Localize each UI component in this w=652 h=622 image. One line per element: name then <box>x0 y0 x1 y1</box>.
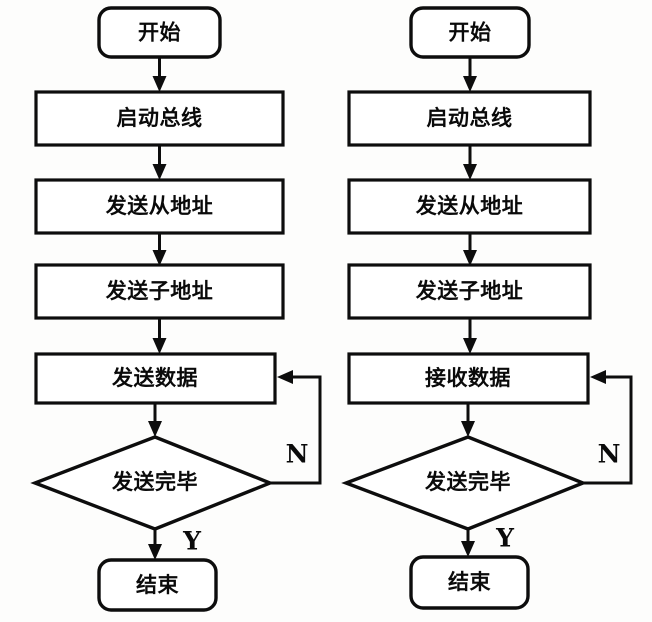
process-shape <box>347 178 592 235</box>
edge-r-step2-step3 <box>463 233 477 266</box>
edge-r-step1-step2 <box>463 145 477 180</box>
terminal-shape <box>409 555 530 610</box>
arrow-icon <box>461 421 475 437</box>
node-label: 结束 <box>448 570 491 594</box>
edge-l-step4-decide <box>148 403 162 437</box>
process-shape <box>34 90 285 147</box>
arrow-icon <box>152 76 167 92</box>
edge-l-step3-step4 <box>152 318 167 354</box>
node-label: 发送从地址 <box>105 194 214 218</box>
node-l-start[interactable]: 开始 <box>97 6 222 59</box>
node-label: 发送数据 <box>111 366 198 390</box>
node-label: 发送子地址 <box>105 279 214 303</box>
node-r-step1[interactable]: 启动总线 <box>347 90 592 147</box>
node-label: 发送子地址 <box>415 279 524 303</box>
arrow-icon <box>152 164 167 180</box>
edge-l-step1-step2 <box>152 145 167 180</box>
node-label: 开始 <box>138 21 181 45</box>
node-r-step3[interactable]: 发送子地址 <box>347 263 592 320</box>
node-label: 接收数据 <box>425 366 511 390</box>
node-r-step4[interactable]: 接收数据 <box>347 352 590 405</box>
branch-label-yes: Y <box>495 524 515 553</box>
node-l-decide[interactable]: 发送完毕 <box>30 435 275 531</box>
node-label: 发送完毕 <box>424 470 511 494</box>
edge-r-decide-end-yes <box>461 529 475 557</box>
node-label: 启动总线 <box>117 106 203 130</box>
arrow-icon <box>152 338 167 354</box>
arrow-icon <box>461 541 475 557</box>
arrow-icon <box>463 338 477 354</box>
edge-l-decide-step4-no <box>270 370 322 485</box>
left-flowchart: 开始 启动总线 发送从地址 <box>30 6 322 612</box>
arrow-icon <box>463 164 477 180</box>
node-r-step2[interactable]: 发送从地址 <box>347 178 592 235</box>
node-r-start[interactable]: 开始 <box>409 6 531 59</box>
arrow-icon <box>152 250 167 266</box>
process-shape <box>34 352 277 405</box>
node-label: 结束 <box>136 573 179 597</box>
node-r-end[interactable]: 结束 <box>409 555 530 610</box>
node-l-end[interactable]: 结束 <box>97 558 218 612</box>
edge-r-decide-step4-no <box>583 370 633 485</box>
arrow-icon <box>463 76 477 92</box>
edge-r-start-step1 <box>463 57 477 92</box>
node-label: 启动总线 <box>427 106 513 130</box>
edge-l-decide-end-yes <box>148 529 162 560</box>
branch-label-yes: Y <box>182 527 202 556</box>
arrow-icon <box>463 250 477 266</box>
branch-label-no: N <box>598 440 621 469</box>
node-l-step1[interactable]: 启动总线 <box>34 90 285 147</box>
arrow-icon <box>148 544 162 560</box>
arrow-icon <box>277 370 293 384</box>
node-l-step2[interactable]: 发送从地址 <box>34 178 285 235</box>
arrow-icon <box>590 370 606 384</box>
branch-label-no: N <box>286 440 309 469</box>
process-shape <box>34 263 285 320</box>
edge-l-start-step1 <box>152 57 167 92</box>
process-shape <box>347 263 592 320</box>
right-flowchart: 开始 启动总线 发送从地址 <box>341 6 633 610</box>
node-label: 发送从地址 <box>415 194 524 218</box>
node-l-step3[interactable]: 发送子地址 <box>34 263 285 320</box>
node-label: 发送完毕 <box>111 470 198 494</box>
edge-r-step3-step4 <box>463 318 477 354</box>
node-label: 开始 <box>449 21 492 45</box>
node-r-decide[interactable]: 发送完毕 <box>341 435 588 531</box>
process-shape <box>347 90 592 147</box>
node-l-step4[interactable]: 发送数据 <box>34 352 277 405</box>
edge-r-step4-decide <box>461 403 475 437</box>
terminal-shape <box>97 558 218 612</box>
edge-l-step2-step3 <box>152 233 167 266</box>
arrow-icon <box>148 421 162 437</box>
